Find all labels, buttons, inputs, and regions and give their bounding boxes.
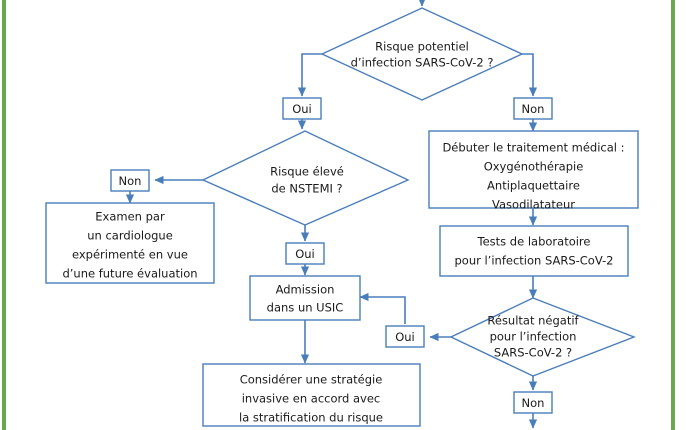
process-box <box>45 202 215 284</box>
badge-box <box>282 97 322 120</box>
badge-box <box>513 97 553 120</box>
node-tests-laboratoire-line-2: pour l’infection SARS-CoV-2 <box>454 254 613 268</box>
node-strategie-invasive-line-1: Considérer une stratégie <box>240 373 383 387</box>
badge-box <box>385 325 425 348</box>
node-examen-cardiologue-line-2: un cardiologue <box>87 229 173 243</box>
node-resultat-negatif-line-1: Résultat négatif <box>487 314 579 328</box>
badge-resultat-oui-label: Oui <box>395 330 415 344</box>
node-risque-nstemi[interactable]: Risque élevé de NSTEMI ? <box>201 130 410 226</box>
node-traitement-medical-line-4: Vasodilatateur <box>492 198 575 212</box>
node-examen-cardiologue-line-1: Examen par <box>95 210 165 224</box>
node-risque-potentiel-line-1: Risque potentiel <box>375 40 469 54</box>
node-risque-nstemi-line-1: Risque élevé <box>270 165 344 179</box>
left-green-border <box>2 0 6 430</box>
badge-box <box>110 169 150 192</box>
badge-box <box>285 242 325 265</box>
node-resultat-negatif[interactable]: Résultat négatif pour l’infection SARS-C… <box>449 297 636 377</box>
right-green-border <box>671 0 675 430</box>
decision-diamond <box>320 7 524 101</box>
connector-oui-to-admission <box>359 292 406 324</box>
node-traitement-medical-line-1: Débuter le traitement médical : <box>442 141 624 155</box>
badge-potentiel-oui[interactable]: Oui <box>282 97 322 120</box>
node-traitement-medical-line-2: Oxygénothérapie <box>484 160 584 174</box>
badge-potentiel-non-label: Non <box>522 102 545 116</box>
node-traitement-medical-line-3: Antiplaquettaire <box>487 179 580 193</box>
badge-nstemi-non-label: Non <box>119 174 142 188</box>
node-strategie-invasive-line-2: invasive en accord avec <box>242 392 381 406</box>
node-strategie-invasive-line-3: la stratification du risque <box>239 411 383 425</box>
decision-diamond <box>449 297 636 377</box>
badge-potentiel-oui-label: Oui <box>292 102 312 116</box>
node-admission-usic-line-1: Admission <box>276 283 335 297</box>
badge-potentiel-non[interactable]: Non <box>513 97 553 120</box>
process-box <box>428 130 639 209</box>
node-strategie-invasive[interactable]: Considérer une stratégie invasive en acc… <box>202 363 421 427</box>
process-box <box>439 225 629 277</box>
node-risque-potentiel-line-2: d’infection SARS-CoV-2 ? <box>351 56 494 70</box>
node-risque-potentiel[interactable]: Risque potentiel d’infection SARS-CoV-2 … <box>320 7 524 101</box>
badge-nstemi-non[interactable]: Non <box>110 169 150 192</box>
badge-nstemi-oui[interactable]: Oui <box>285 242 325 265</box>
node-resultat-negatif-line-3: SARS-CoV-2 ? <box>494 346 572 360</box>
node-tests-laboratoire-line-1: Tests de laboratoire <box>477 235 591 249</box>
process-box <box>249 275 361 321</box>
node-examen-cardiologue-line-4: d’une future évaluation <box>62 267 197 281</box>
connector-potentiel-non <box>522 53 538 97</box>
node-resultat-negatif-line-2: pour l’infection <box>490 330 577 344</box>
node-admission-usic-line-2: dans un USIC <box>267 301 344 315</box>
node-examen-cardiologue[interactable]: Examen par un cardiologue expérimenté en… <box>45 202 215 284</box>
badge-resultat-oui[interactable]: Oui <box>385 325 425 348</box>
node-traitement-medical[interactable]: Débuter le traitement médical : Oxygénot… <box>428 130 639 212</box>
node-risque-nstemi-line-2: de NSTEMI ? <box>271 182 342 196</box>
node-tests-laboratoire[interactable]: Tests de laboratoire pour l’infection SA… <box>439 225 629 277</box>
badge-box <box>513 391 553 414</box>
badge-nstemi-oui-label: Oui <box>295 247 315 261</box>
node-admission-usic[interactable]: Admission dans un USIC <box>249 275 361 321</box>
connector-potentiel-oui <box>297 53 322 97</box>
decision-diamond <box>201 130 410 226</box>
badge-resultat-non[interactable]: Non <box>513 391 553 414</box>
badge-resultat-non-label: Non <box>522 396 545 410</box>
node-examen-cardiologue-line-3: expérimenté en vue <box>72 248 188 262</box>
process-box <box>202 363 421 427</box>
